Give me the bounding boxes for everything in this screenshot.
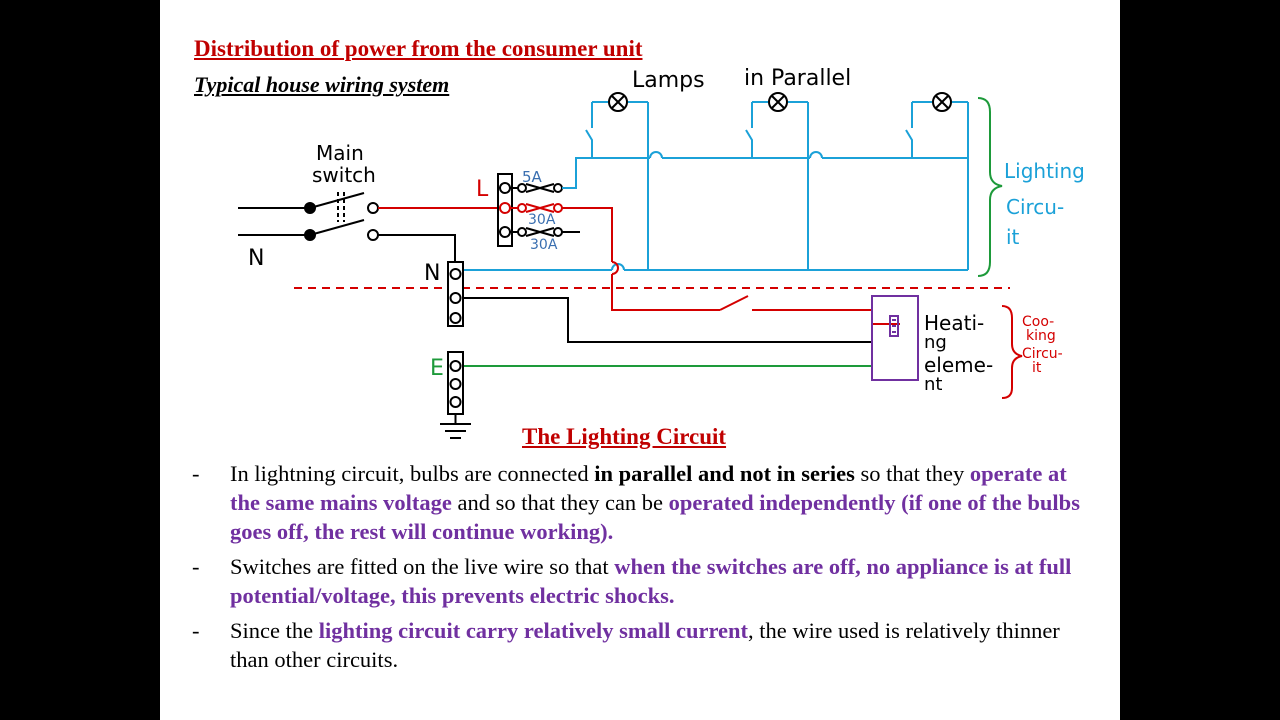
lamp-3: [932, 92, 952, 112]
section-title: The Lighting Circuit: [522, 424, 727, 449]
slide-subtitle: Typical house wiring system: [194, 72, 450, 97]
fuse-30a-label-1: 30A: [528, 212, 556, 228]
bullet-text: In lightning circuit, bulbs are connecte…: [230, 461, 595, 486]
fuse-5a-label: 5A: [522, 168, 543, 186]
cooking-label-4: it: [1032, 360, 1042, 376]
bullet-highlight: when the switches are off, no appliance …: [230, 554, 1072, 608]
neutral-block-label: N: [424, 261, 440, 286]
bullet-highlight: operated independently (if one of the bu…: [230, 490, 1080, 544]
bullet-bold-text: in parallel and not in series: [594, 461, 855, 486]
lighting-bracket: [977, 97, 1003, 277]
bullet-highlight: operate at the same mains voltage: [230, 461, 1067, 515]
bullet-text: Switches are fitted on the live wire so …: [230, 554, 615, 579]
bullet-item: - In lightning circuit, bulbs are connec…: [192, 459, 1092, 546]
heating-label-1: Heati-: [924, 311, 984, 335]
bullet-dash: -: [192, 618, 200, 643]
live-label: L: [476, 177, 489, 202]
lamp-2: [768, 92, 788, 112]
in-parallel-label: in Parallel: [744, 66, 851, 91]
neutral-label-left: N: [248, 246, 264, 271]
earth-block: [440, 351, 471, 439]
cooking-label-1: Coo-: [1022, 314, 1054, 330]
main-switch-label-1: Main: [316, 141, 364, 165]
heating-element: [871, 295, 919, 381]
lamps-label: Lamps: [632, 68, 705, 93]
bullet-item: - Since the lighting circuit carry relat…: [192, 616, 1092, 674]
cooking-label-3: Circu-: [1022, 346, 1063, 362]
bullet-dash: -: [192, 554, 200, 579]
fuse-30a-label-2: 30A: [530, 237, 558, 253]
bullet-text: , the wire used is relatively thinner th…: [230, 618, 1060, 672]
cooking-label-2: king: [1026, 328, 1056, 344]
bullet-text: Since the: [230, 618, 319, 643]
bullet-item: - Switches are fitted on the live wire s…: [192, 552, 1092, 610]
lighting-label-1: Lighting: [1004, 159, 1085, 183]
main-switch: [238, 192, 379, 241]
cooking-circuit: [562, 207, 900, 325]
lighting-circuit: [463, 101, 969, 271]
slide: Distribution of power from the consumer …: [160, 0, 1120, 720]
heating-label-4: nt: [924, 374, 942, 395]
bullet-highlight: lighting circuit carry relatively small …: [318, 618, 749, 643]
bullet-dash: -: [192, 461, 200, 486]
lighting-label-3: it: [1006, 225, 1020, 249]
lighting-label-2: Circu-: [1006, 195, 1064, 219]
heating-label-2: ng: [924, 332, 947, 353]
cooking-bracket: [1001, 305, 1023, 399]
slide-title: Distribution of power from the consumer …: [194, 36, 643, 61]
neutral-block: [447, 261, 464, 327]
bullet-list: - In lightning circuit, bulbs are connec…: [192, 459, 1092, 680]
bullet-text: so that they: [854, 461, 970, 486]
earth-label: E: [430, 356, 444, 381]
main-switch-label-2: switch: [312, 163, 376, 187]
fuse-box: [497, 173, 580, 247]
lamp-1: [608, 92, 628, 112]
house-wiring-diagram: Lamps in Parallel Main switch N L N E 5A…: [238, 66, 1085, 439]
bullet-text: and so that they can be: [451, 490, 669, 515]
heating-label-3: eleme-: [924, 353, 993, 377]
